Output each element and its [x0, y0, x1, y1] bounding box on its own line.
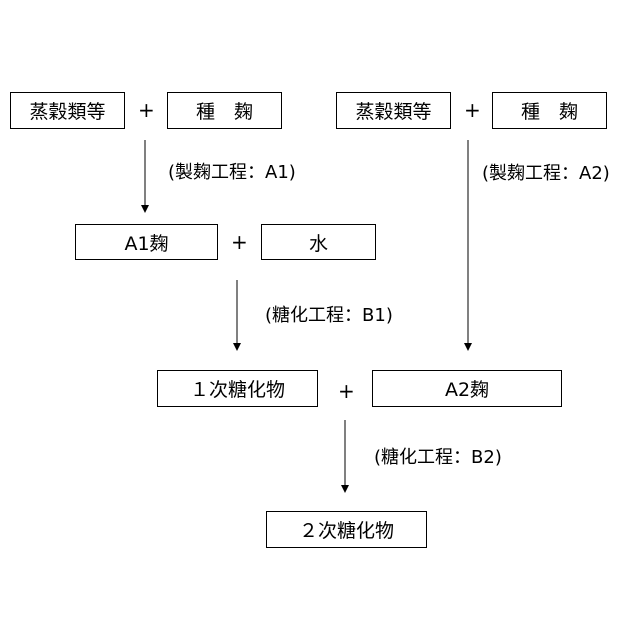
left-steamed-grains-box: 蒸穀類等 — [10, 92, 125, 129]
plus-sign: + — [138, 99, 155, 121]
a2-koji-box: A2麹 — [372, 370, 562, 407]
left-seed-koji-box: 種 麹 — [167, 92, 282, 129]
right-seed-koji-box: 種 麹 — [492, 92, 607, 129]
process-label-a2: (製麹工程：A2) — [482, 163, 610, 185]
right-steamed-grains-box: 蒸穀類等 — [336, 92, 451, 129]
plus-sign: + — [464, 99, 481, 121]
process-label-b1: (糖化工程：B1) — [265, 305, 393, 327]
process-label-a1: (製麹工程：A1) — [168, 162, 296, 184]
plus-sign: + — [338, 380, 355, 402]
secondary-saccharified-box: ２次糖化物 — [266, 511, 427, 548]
primary-saccharified-box: １次糖化物 — [157, 370, 318, 407]
process-label-b2: (糖化工程：B2) — [374, 447, 502, 469]
plus-sign: + — [231, 231, 248, 253]
a1-koji-box: A1麹 — [75, 224, 218, 260]
water-box: 水 — [261, 224, 376, 260]
